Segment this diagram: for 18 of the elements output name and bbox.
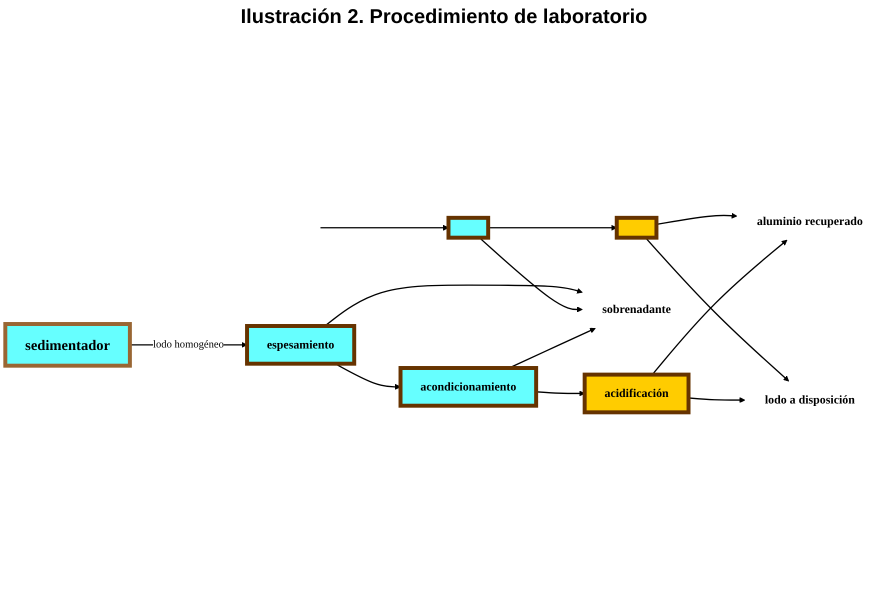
arrow [688, 398, 746, 404]
diagram-title: Ilustración 2. Procedimiento de laboratorio [240, 6, 648, 29]
node-text: sobrenadante [602, 302, 671, 316]
arrow [478, 238, 583, 313]
arrow [536, 390, 585, 397]
edge-label: lodo homogéneo [153, 339, 224, 351]
node-box: acidificación [582, 373, 690, 415]
arrow [324, 284, 583, 327]
node-box: acondicionamiento [398, 366, 538, 408]
node-box: espesamiento [245, 324, 356, 366]
node-text: aluminio recuperado [756, 214, 863, 228]
arrow [656, 213, 738, 226]
arrow [488, 225, 617, 232]
node-box: sedimentador [3, 322, 132, 368]
node-box [446, 216, 490, 240]
arrow [334, 364, 401, 390]
node-box [614, 216, 658, 240]
node-text: lodo a disposición [764, 394, 855, 407]
